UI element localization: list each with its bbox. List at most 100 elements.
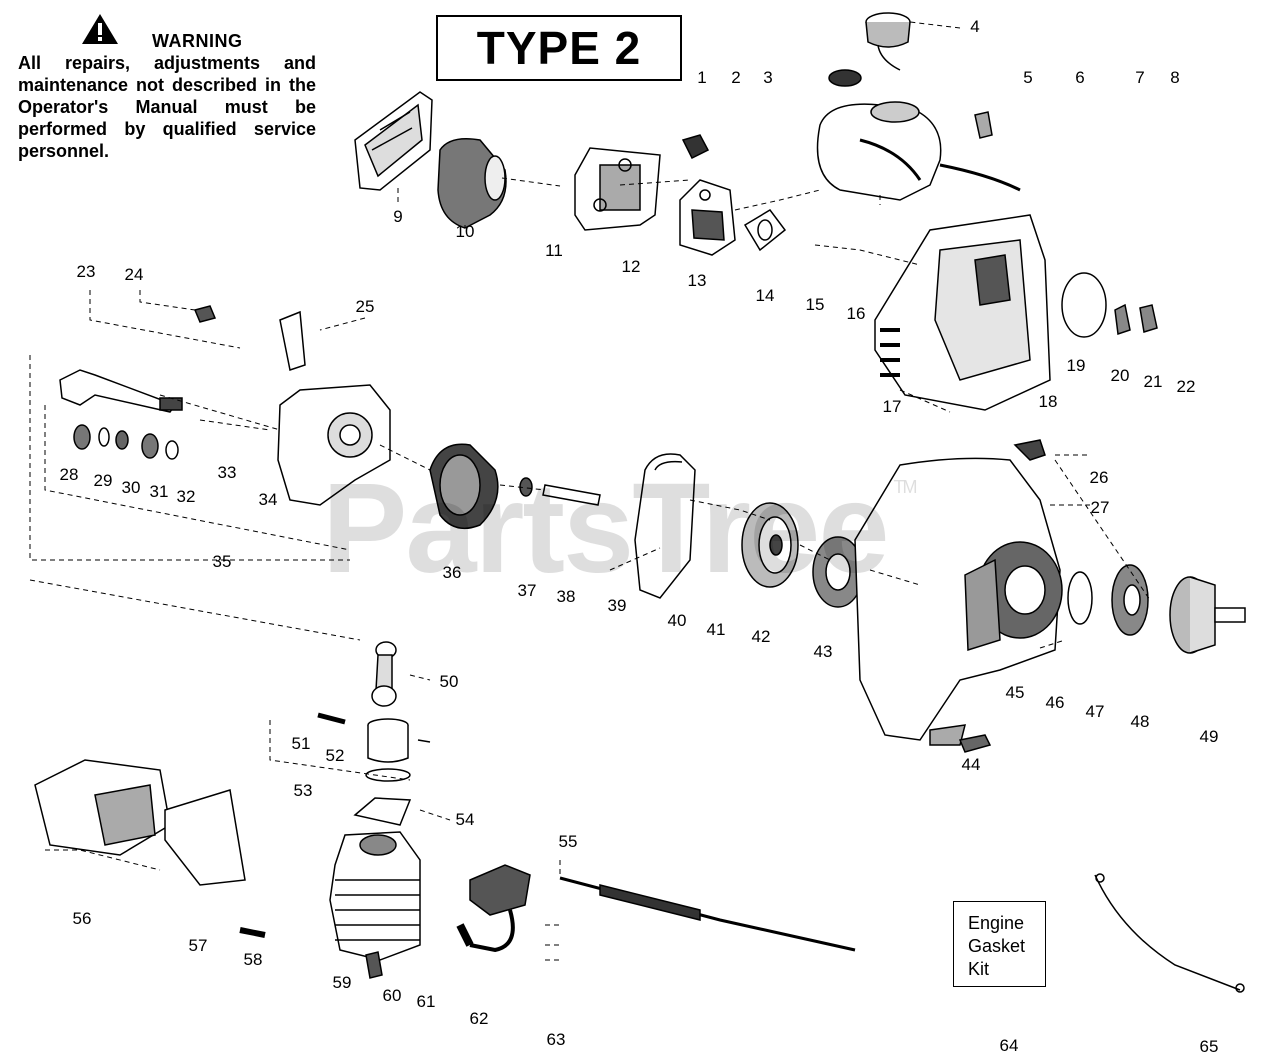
part-number-label: 21 [1143,372,1163,391]
cylinder-part [329,831,421,961]
pawl-plate-part [1111,564,1149,636]
part-number-label: 1 [697,68,707,87]
fuel-line-fitting-part [681,134,710,160]
muffler-part [34,759,246,886]
part-number-label: 10 [455,222,475,241]
part-number-label: 46 [1045,693,1065,712]
part-number-label: 62 [469,1009,489,1028]
part-number-label: 65 [1199,1037,1219,1056]
part-number-label: 43 [813,642,833,661]
part-number-label: 15 [805,295,825,314]
piston-ring-part [365,768,411,782]
part-number-label: 64 [999,1036,1019,1055]
piston-part [317,712,431,763]
part-number-label: 20 [1110,366,1130,385]
part-number-label: 53 [293,781,313,800]
part-number-label: 45 [1005,683,1025,702]
part-number-label: 36 [442,563,462,582]
part-number-label: 42 [751,627,771,646]
part-number-label: 5 [1023,68,1033,87]
engine-gasket-kit-box: Engine Gasket Kit [953,901,1046,987]
part-number-label: 61 [416,992,436,1011]
part-number-label: 26 [1089,468,1109,487]
part-number-label: 38 [556,587,576,606]
starter-housing-part [854,439,1063,753]
air-filter-part [437,138,507,229]
part-number-label: 63 [546,1030,566,1049]
crankshaft-part [59,369,183,413]
part-number-label: 11 [545,241,563,260]
ignition-coil-part [456,864,531,953]
part-number-label: 60 [382,986,402,1005]
part-number-label: 19 [1066,356,1086,375]
starter-washer-part [1067,571,1093,625]
part-number-label: 41 [706,620,726,639]
part-number-label: 52 [325,746,345,765]
leader-lines [29,21,1151,961]
part-number-label: 57 [188,936,208,955]
part-number-label: 54 [455,810,475,829]
part-number-label: 47 [1085,702,1105,721]
part-number-label: 49 [1199,727,1219,746]
clip-part [1114,303,1131,336]
part-number-label: 51 [291,734,311,753]
part-number-label: 37 [517,581,537,600]
cylinder-gasket-part [353,797,412,826]
clutch-drum-part [1169,576,1246,654]
part-number-label: 18 [1038,392,1058,411]
part-number-label: 33 [217,463,237,482]
bearing-set-part [73,424,179,460]
connecting-rod-part [371,641,397,707]
flywheel-part [429,443,499,530]
part-number-label: 58 [243,950,263,969]
engine-housing-part [874,214,1051,411]
part-number-label: 6 [1075,68,1085,87]
fuel-cap-part [828,12,911,87]
carburetor-bracket-part [574,147,661,231]
part-number-label: 25 [355,297,375,316]
part-number-label: 30 [121,478,141,497]
warning-notice: WARNING All repairs, adjustments and mai… [18,30,316,162]
part-number-label: 7 [1135,68,1145,87]
part-number-label: 40 [667,611,687,630]
part-number-label: 3 [763,68,773,87]
pin-part [542,484,601,506]
carburetor-part [679,179,736,256]
throttle-cable-part [559,876,856,952]
type-label: TYPE 2 [476,22,642,74]
part-number-label: 34 [258,490,278,509]
part-number-label: 27 [1090,498,1110,517]
part-number-label: 2 [731,68,741,87]
starter-pulley-part [741,502,799,588]
part-number-label: 24 [124,265,144,284]
warning-text: All repairs, adjustments and maintenance… [18,53,316,161]
part-number-label: 29 [93,471,113,490]
part-number-label: 50 [439,672,459,691]
kit-label-line: Engine [968,913,1025,933]
starter-bracket-part [634,453,696,599]
spark-plug-part [365,951,383,979]
part-number-label: 32 [176,487,196,506]
part-number-label: 22 [1176,377,1196,396]
o-ring-part [1061,272,1107,338]
part-number-label: 31 [149,482,169,501]
part-number-label: 55 [558,832,578,851]
carburetor-gasket-part [743,209,787,252]
air-filter-cover-part [354,91,433,191]
part-number-label: 44 [961,755,981,774]
recoil-spring-part [812,536,864,608]
part-number-label: 39 [607,596,627,615]
part-number-label: 17 [882,397,902,416]
part-number-label: 8 [1170,68,1180,87]
part-number-label: 13 [687,271,707,290]
part-number-label: 48 [1130,712,1150,731]
warning-heading: WARNING [152,31,243,51]
part-number-label: 12 [621,257,641,276]
part-number-label: 56 [72,909,92,928]
spring-part [239,927,266,938]
clip-part [1139,304,1158,333]
kit-label-line: Kit [968,959,990,979]
part-number-label: 59 [332,973,352,992]
part-number-label: 35 [212,552,232,571]
